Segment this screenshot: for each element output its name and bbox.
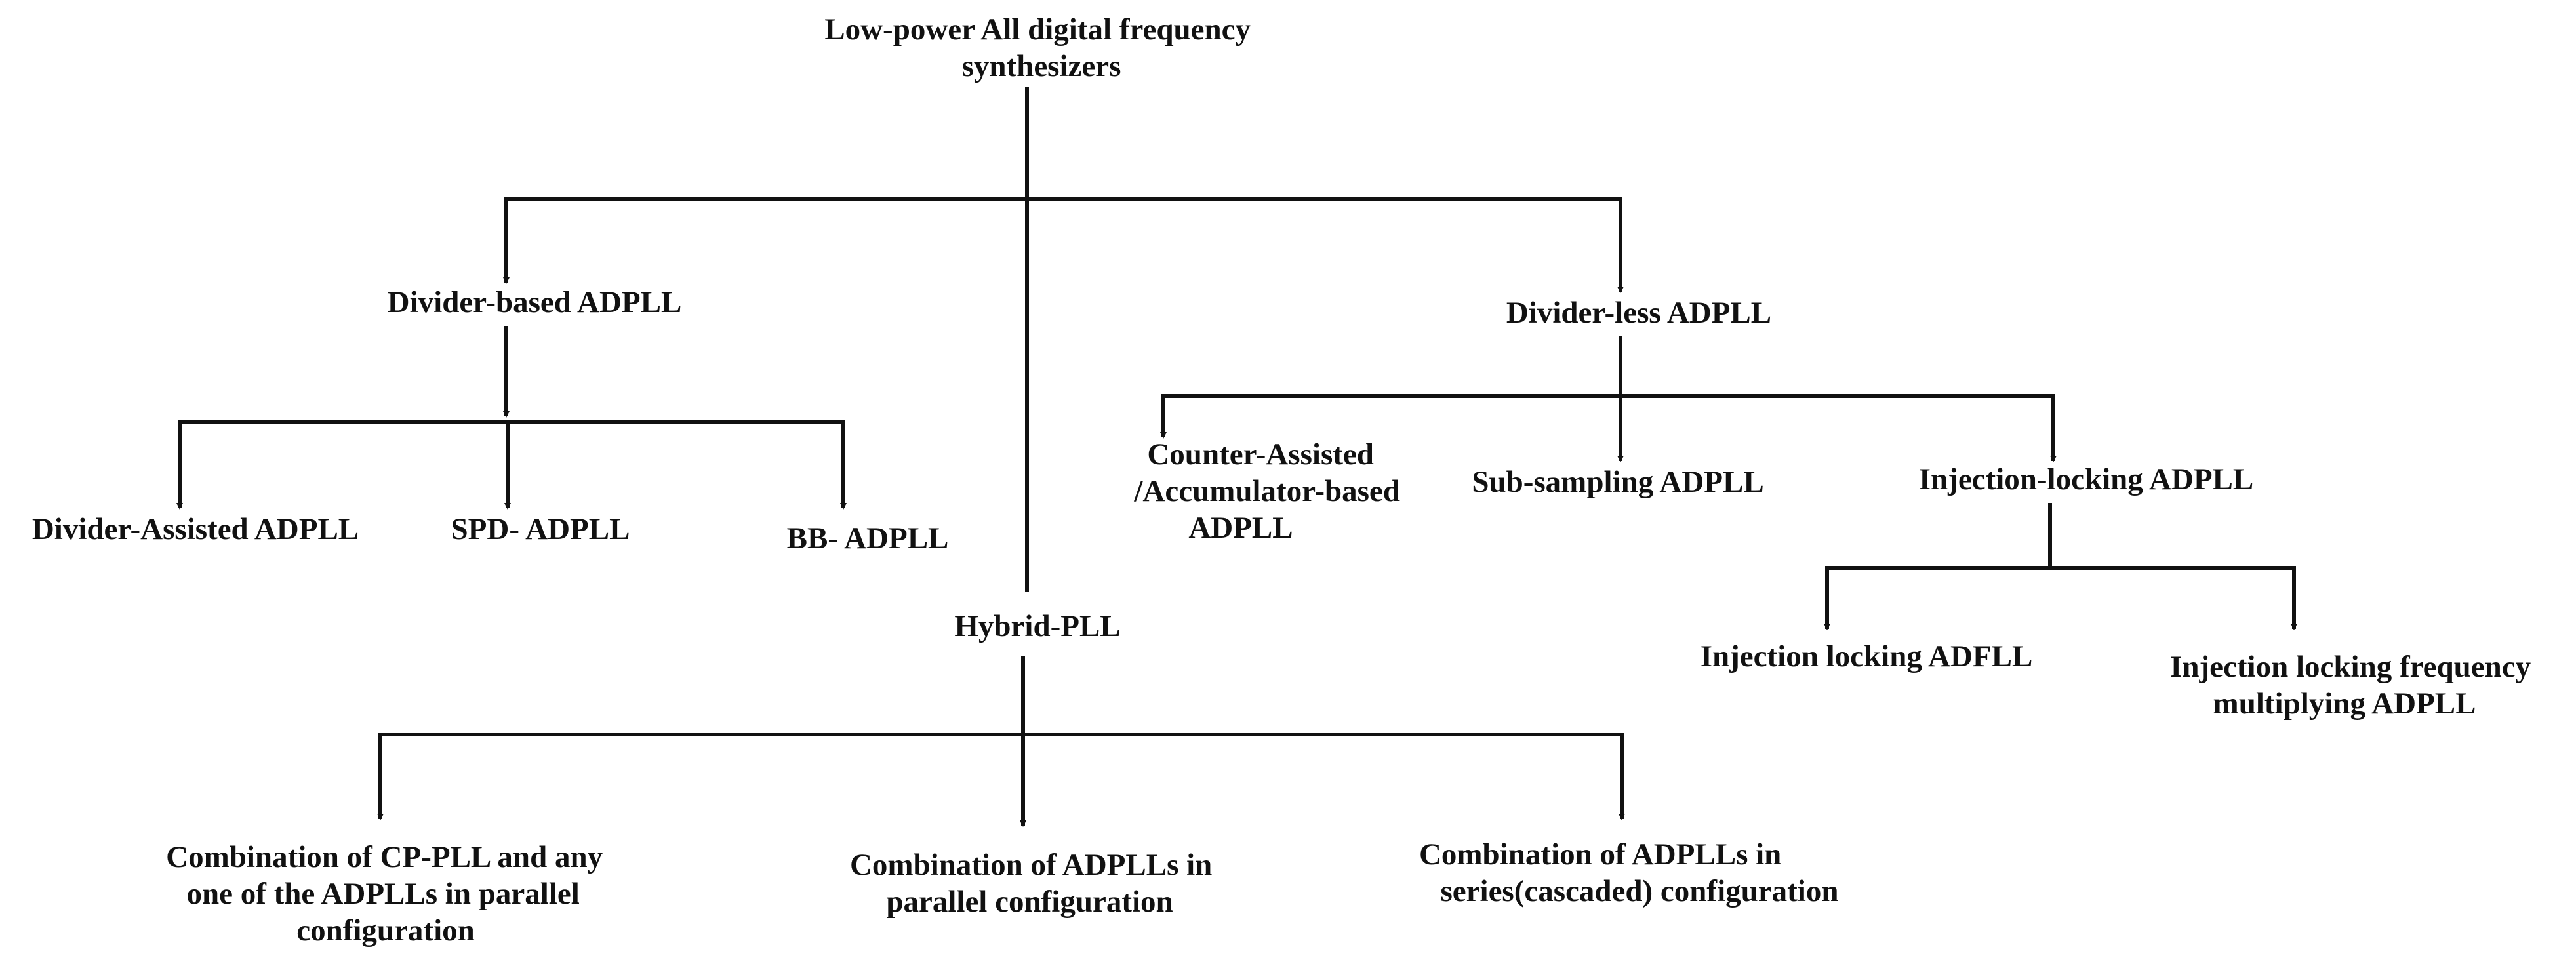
counter-assisted-label: Counter-Assisted /Accumulator-based ADPL…	[1133, 437, 1407, 545]
root-label-line: synthesizers	[962, 49, 1121, 83]
sub-sampling-label-line: Sub-sampling ADPLL	[1472, 465, 1763, 499]
spd-adpll-label: SPD- ADPLL	[451, 512, 630, 546]
divider-assisted-label: Divider-Assisted ADPLL	[32, 512, 359, 546]
divider-less-label-line: Divider-less ADPLL	[1506, 296, 1771, 330]
divider-less-label: Divider-less ADPLL	[1506, 296, 1771, 330]
injection-adfll-label: Injection locking ADFLL	[1701, 639, 2033, 673]
parallel-combo-label-line: parallel configuration	[886, 885, 1173, 919]
hybrid-pll-label: Hybrid-PLL	[954, 609, 1120, 643]
counter-assisted-label-line: ADPLL	[1188, 511, 1293, 545]
counter-assisted-label-line: Counter-Assisted	[1147, 437, 1374, 472]
root-label-line: Low-power All digital frequency	[824, 12, 1251, 47]
injection-multiplying-label-line: Injection locking frequency	[2170, 650, 2531, 684]
injection-multiplying-label-line: multiplying ADPLL	[2213, 687, 2476, 721]
counter-assisted-label-line: /Accumulator-based	[1133, 474, 1400, 508]
connectors	[176, 87, 2297, 827]
parallel-combo-label-line: Combination of ADPLLs in	[850, 848, 1212, 882]
cp-pll-combo-label-line: configuration	[296, 914, 475, 948]
cascaded-combo-label-line: series(cascaded) configuration	[1441, 874, 1839, 908]
injection-locking-label-line: Injection-locking ADPLL	[1919, 462, 2254, 496]
parallel-combo-label: Combination of ADPLLs in parallel config…	[850, 848, 1220, 919]
injection-adfll-label-line: Injection locking ADFLL	[1701, 639, 2033, 673]
cp-pll-combo-label-line: Combination of CP-PLL and any	[166, 840, 603, 874]
node-labels: Low-power All digital frequency synthesi…	[32, 12, 2539, 948]
injection-locking-label: Injection-locking ADPLL	[1919, 462, 2254, 496]
injection-multiplying-label: Injection locking frequency multiplying …	[2170, 650, 2539, 721]
cp-pll-combo-label: Combination of CP-PLL and any one of the…	[166, 840, 611, 948]
cascaded-combo-label-line: Combination of ADPLLs in	[1419, 837, 1781, 872]
root-label: Low-power All digital frequency synthesi…	[824, 12, 1258, 83]
divider-based-label: Divider-based ADPLL	[388, 285, 682, 319]
bb-adpll-label-line: BB- ADPLL	[787, 521, 949, 555]
spd-adpll-label-line: SPD- ADPLL	[451, 512, 630, 546]
hybrid-pll-label-line: Hybrid-PLL	[954, 609, 1120, 643]
divider-assisted-label-line: Divider-Assisted ADPLL	[32, 512, 359, 546]
cp-pll-combo-label-line: one of the ADPLLs in parallel	[186, 877, 579, 911]
divider-based-label-line: Divider-based ADPLL	[388, 285, 682, 319]
sub-sampling-label: Sub-sampling ADPLL	[1472, 465, 1763, 499]
bb-adpll-label: BB- ADPLL	[787, 521, 949, 555]
cascaded-combo-label: Combination of ADPLLs in series(cascaded…	[1419, 837, 1839, 908]
